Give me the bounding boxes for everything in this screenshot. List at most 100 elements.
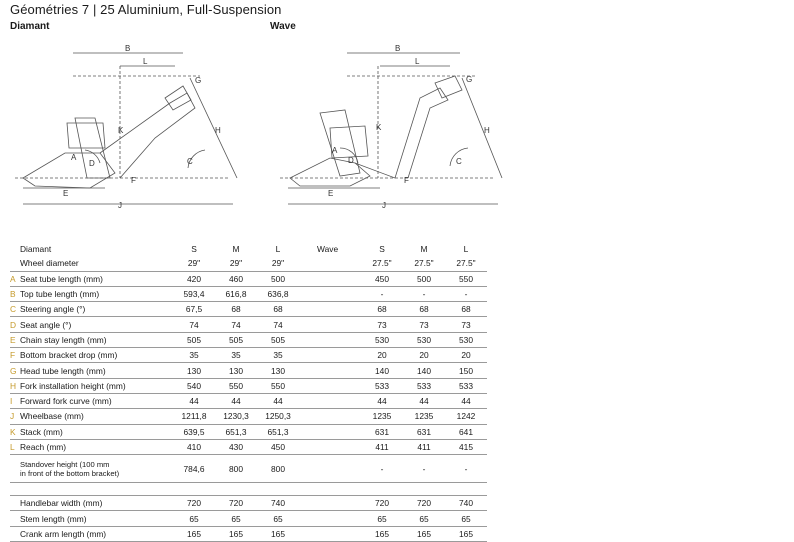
wave-value: 530 (403, 332, 445, 349)
spacer-cell (299, 408, 361, 425)
spacer-cell (299, 439, 361, 456)
diamant-value: 35 (215, 347, 257, 364)
row-label: Wheel diameter (20, 256, 173, 272)
diamant-value: 29" (173, 256, 215, 272)
header-size: S (191, 244, 197, 255)
diamant-value: 651,3 (215, 424, 257, 440)
wave-value: 550 (445, 271, 487, 287)
row-letter (10, 256, 20, 272)
spacer-cell (299, 510, 361, 527)
row-label: Reach (mm) (20, 439, 173, 456)
header-frame2: Wave (317, 244, 339, 255)
wave-value: 44 (361, 393, 403, 410)
row-label: Bottom bracket drop (mm) (20, 347, 173, 364)
row-label: Forward fork curve (mm) (20, 393, 173, 410)
diamant-value: 165 (173, 526, 215, 542)
wave-value: 631 (361, 424, 403, 440)
row-label: Stack (mm) (20, 424, 173, 440)
wave-value: 20 (403, 347, 445, 364)
wave-value: 150 (445, 362, 487, 379)
diamant-value: 410 (173, 439, 215, 456)
wave-value: 450 (361, 271, 403, 287)
wave-value: 73 (445, 316, 487, 333)
header-size: M (420, 244, 428, 255)
diamant-value: 65 (215, 510, 257, 527)
diamant-value: 68 (257, 301, 299, 318)
wave-dim-label-h: H (484, 126, 490, 135)
table-header-row: Diamant S M L Wave S M L (10, 242, 487, 256)
wave-value: 533 (403, 378, 445, 394)
row-letter (10, 454, 20, 484)
wave-value: - (445, 286, 487, 303)
diamant-value: 165 (215, 526, 257, 542)
dim-label-c: C (187, 157, 193, 166)
wave-value: 631 (403, 424, 445, 440)
wave-value: 68 (403, 301, 445, 318)
wave-dim-label-l: L (415, 57, 420, 66)
wave-value: 411 (403, 439, 445, 456)
row-letter: C (10, 301, 20, 318)
diamant-value: 130 (257, 362, 299, 379)
wave-value: 73 (403, 316, 445, 333)
spacer-cell (299, 316, 361, 333)
wave-dim-label-c: C (456, 157, 462, 166)
diamant-value: 550 (215, 378, 257, 394)
row-letter: J (10, 408, 20, 425)
wave-dim-label-f: F (404, 176, 409, 185)
diamant-value: 1211,8 (173, 408, 215, 425)
row-letter: K (10, 424, 20, 440)
wave-dim-label-j: J (382, 201, 386, 210)
row-letter: L (10, 439, 20, 456)
wave-value: 500 (403, 271, 445, 287)
diamant-value: 68 (215, 301, 257, 318)
dim-label-e: E (63, 189, 68, 198)
wave-value: - (403, 454, 445, 484)
diamant-value: 165 (257, 526, 299, 542)
diamant-value: 67,5 (173, 301, 215, 318)
diamant-value: 65 (257, 510, 299, 527)
diamant-value: 44 (215, 393, 257, 410)
wave-value: 68 (361, 301, 403, 318)
header-size: L (275, 244, 281, 255)
wave-value: 68 (445, 301, 487, 318)
row-letter: B (10, 286, 20, 303)
diamant-value: 430 (215, 439, 257, 456)
wave-value: - (361, 454, 403, 484)
dim-label-j: J (118, 201, 122, 210)
dim-label-l: L (143, 57, 148, 66)
wave-value: - (445, 454, 487, 484)
wave-value: 415 (445, 439, 487, 456)
spacer-cell (299, 362, 361, 379)
diamant-value: 616,8 (215, 286, 257, 303)
wave-value: - (361, 286, 403, 303)
row-letter (10, 510, 20, 527)
row-label: Seat angle (°) (20, 316, 173, 333)
header-size: M (232, 244, 240, 255)
wave-value: 720 (361, 495, 403, 512)
wave-value: 140 (361, 362, 403, 379)
wave-value: 27.5" (403, 256, 445, 272)
diamant-value: 74 (215, 316, 257, 333)
dim-label-h: H (215, 126, 221, 135)
wave-value: 165 (445, 526, 487, 542)
wave-value: 27.5" (445, 256, 487, 272)
wave-value: 641 (445, 424, 487, 440)
diamant-value: 784,6 (173, 454, 215, 484)
spacer-cell (299, 286, 361, 303)
wave-value: 27.5" (361, 256, 403, 272)
diamant-value: 505 (173, 332, 215, 349)
spacer-cell (299, 424, 361, 440)
dim-label-g: G (195, 76, 201, 85)
wave-value: 65 (403, 510, 445, 527)
diamant-value: 505 (215, 332, 257, 349)
